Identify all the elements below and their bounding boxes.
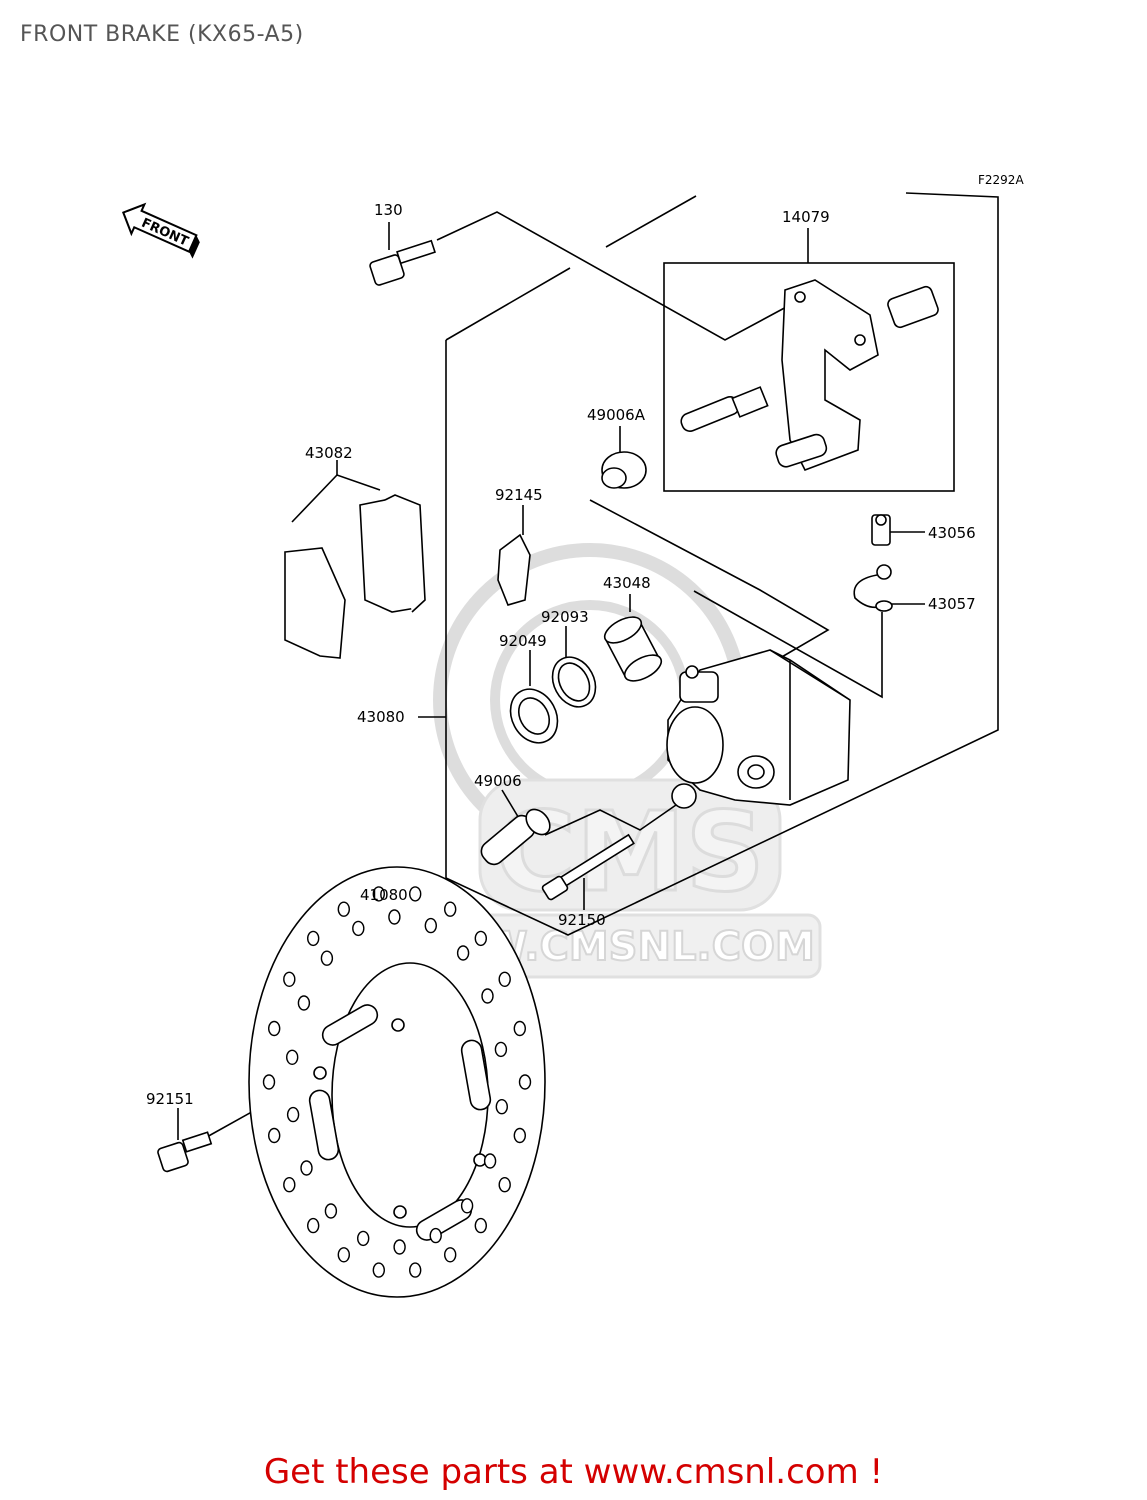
seal-92093-icon	[551, 656, 597, 708]
disc-hole	[268, 1020, 281, 1037]
front-arrow-icon: FRONT	[121, 202, 200, 259]
disc-hole	[324, 1203, 338, 1219]
disc-hole	[286, 1049, 299, 1066]
disc-hole	[474, 930, 487, 947]
disc-hole	[372, 886, 385, 902]
page-title: FRONT BRAKE (KX65-A5)	[20, 22, 304, 47]
part-label-41080: 41080	[360, 886, 408, 904]
watermark: CMS WWW.CMSNL.COM	[388, 543, 822, 979]
disc-hole	[513, 1020, 526, 1037]
spring-92145-icon	[497, 533, 531, 606]
disc-hole	[297, 995, 311, 1011]
disc-hole	[307, 1217, 320, 1234]
bolt-92151-icon	[157, 1131, 213, 1173]
disc-hole	[460, 1198, 474, 1214]
part-label-14079: 14079	[782, 208, 830, 226]
assembly-lines	[177, 192, 999, 1140]
caliper-body-43080-icon	[666, 649, 851, 809]
disc-hole	[357, 1230, 370, 1247]
part-label-43056: 43056	[928, 524, 976, 542]
disc-hole	[283, 1176, 296, 1193]
disc-hole	[307, 930, 320, 947]
disc-hole	[352, 920, 365, 937]
part-label-49006a: 49006A	[587, 406, 646, 424]
disc-hole	[286, 1106, 300, 1123]
disc-hole	[495, 1098, 508, 1115]
brake-pads-43082-icon	[284, 494, 426, 659]
part-label-92093: 92093	[541, 608, 589, 626]
seal-92049-icon	[509, 688, 559, 744]
disc-hole	[494, 1041, 508, 1058]
bolt-130-icon	[369, 239, 436, 286]
disc-hole	[409, 1262, 422, 1278]
part-label-43057: 43057	[928, 595, 976, 613]
disc-hole	[513, 1127, 526, 1144]
disc-hole	[337, 1247, 350, 1263]
disc-hole	[320, 950, 334, 966]
cap-43057-icon	[853, 564, 893, 612]
part-label-43082: 43082	[305, 444, 353, 462]
disc-hole	[268, 1127, 281, 1144]
disc-hole	[498, 971, 511, 987]
disc-hole	[409, 886, 422, 902]
disc-hole	[424, 917, 437, 934]
disc-hole	[518, 1074, 532, 1090]
part-label-43048: 43048	[603, 574, 651, 592]
disc-hole	[283, 971, 296, 987]
disc-hole	[372, 1262, 385, 1278]
pin-49006-icon	[480, 808, 551, 866]
disc-hole	[429, 1227, 442, 1244]
disc-hole	[474, 1217, 487, 1234]
cta-link[interactable]: Get these parts at www.cmsnl.com !	[263, 1452, 884, 1492]
disc-vent-holes	[262, 886, 532, 1278]
part-label-49006: 49006	[474, 772, 522, 790]
part-label-92145: 92145	[495, 486, 543, 504]
brake-disc-41080-icon	[248, 866, 546, 1298]
bleed-valve-43056-icon	[871, 514, 891, 546]
disc-hole	[262, 1074, 276, 1090]
disc-hole	[300, 1160, 313, 1176]
disc-hole	[393, 1239, 406, 1255]
bracket-14079-icon	[680, 279, 939, 472]
part-label-43080: 43080	[357, 708, 405, 726]
part-label-92151: 92151	[146, 1090, 194, 1108]
disc-hole	[444, 1247, 457, 1263]
figure-code: F2292A	[978, 173, 1024, 187]
boot-49006a-icon	[601, 451, 647, 489]
part-label-92049: 92049	[499, 632, 547, 650]
disc-hole	[456, 945, 470, 961]
disc-hole	[481, 988, 494, 1004]
watermark-logo: CMS	[495, 788, 764, 916]
part-label-92150: 92150	[558, 911, 606, 929]
piston-43048-icon	[603, 616, 663, 682]
bolt-92150-icon	[541, 833, 635, 901]
disc-hole	[337, 901, 350, 917]
part-label-130: 130	[374, 201, 403, 219]
disc-hole	[498, 1176, 511, 1193]
disc-hole	[388, 909, 401, 925]
disc-hole	[444, 901, 457, 917]
disc-hole	[483, 1153, 497, 1169]
